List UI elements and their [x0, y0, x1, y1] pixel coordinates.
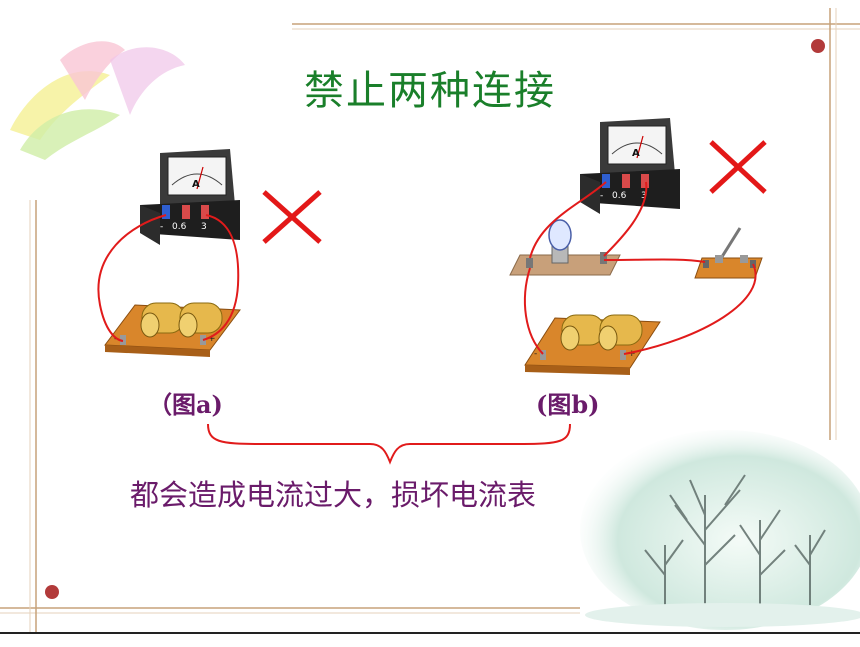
winter-trees-image [580, 430, 860, 630]
battery-holder-b: - + [524, 314, 661, 375]
frame-dot-bottom-left [45, 585, 59, 599]
caption-figure-b: (图b) [536, 390, 600, 419]
battery-b-pos-label: + [628, 349, 636, 359]
ammeter-a-dial-letter: A [192, 179, 200, 190]
battery-a-pos-label: + [208, 334, 216, 344]
ammeter-a-label-neg: - [160, 222, 163, 232]
ammeter-b-label-06: 0.6 [612, 191, 627, 201]
cross-mark-a [262, 190, 322, 244]
wire-a-left [97, 214, 167, 342]
wire-b-4 [623, 263, 757, 355]
battery-b-neg-label: - [534, 349, 537, 359]
wire-b-2 [603, 181, 648, 257]
lamp-board-b [509, 219, 621, 276]
cross-mark-b [709, 140, 767, 194]
circuit-figure-a: A - 0.6 3 - + [97, 149, 241, 357]
ammeter-a-terminals [162, 205, 209, 219]
curly-brace [207, 423, 571, 465]
switch-board-b [694, 227, 763, 279]
battery-a-neg-label: - [114, 334, 117, 344]
ammeter-b-label-neg: - [600, 191, 603, 201]
ammeter-a: A - 0.6 3 [140, 149, 240, 245]
wire-b-5 [523, 267, 544, 355]
slide-title: 禁止两种连接 [304, 68, 556, 114]
wire-b-3 [603, 258, 706, 263]
decorative-swoosh-logo [10, 26, 185, 160]
circuit-figure-b: A - 0.6 3 - + [509, 118, 763, 375]
ammeter-a-label-06: 0.6 [172, 222, 187, 232]
summary-text: 都会造成电流过大，损坏电流表 [130, 478, 537, 512]
wire-a-right [202, 214, 240, 341]
ammeter-b-dial-letter: A [632, 148, 640, 159]
frame-dot-top-right [811, 39, 825, 53]
ammeter-a-label-3: 3 [201, 222, 207, 232]
caption-figure-a: （图a) [148, 390, 223, 419]
wire-b-1 [529, 181, 607, 259]
ammeter-b-label-3: 3 [641, 191, 647, 201]
bottom-border [0, 632, 860, 647]
ammeter-b: A - 0.6 3 [580, 118, 680, 214]
